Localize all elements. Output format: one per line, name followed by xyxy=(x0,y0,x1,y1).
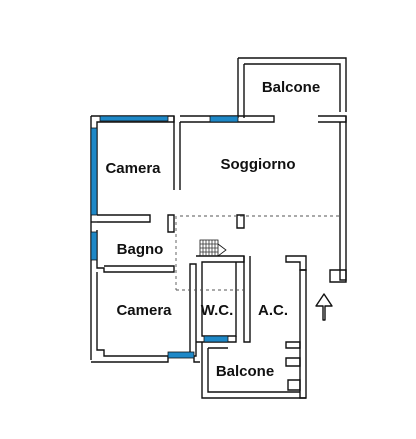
room-label-soggiorno: Soggiorno xyxy=(221,156,296,173)
window xyxy=(90,127,98,216)
window xyxy=(99,115,169,122)
room-label-camera-bottom: Camera xyxy=(116,302,172,319)
room-label-wc: W.C. xyxy=(201,302,234,319)
room-label-bagno: Bagno xyxy=(117,241,164,258)
window xyxy=(203,335,229,343)
outer-walls xyxy=(90,115,347,399)
room-label-ac: A.C. xyxy=(258,302,288,319)
window xyxy=(167,351,195,359)
stairs xyxy=(199,239,227,257)
room-label-balcone-bottom: Balcone xyxy=(216,363,274,380)
windows xyxy=(90,115,239,359)
room-label-camera-top: Camera xyxy=(105,160,161,177)
up-arrow-icon xyxy=(315,293,333,321)
overhead-dashed-lines xyxy=(175,215,340,291)
window xyxy=(90,231,98,261)
window xyxy=(209,115,239,123)
balcony-top-walls xyxy=(237,57,347,118)
room-label-balcone-top: Balcone xyxy=(262,79,320,96)
